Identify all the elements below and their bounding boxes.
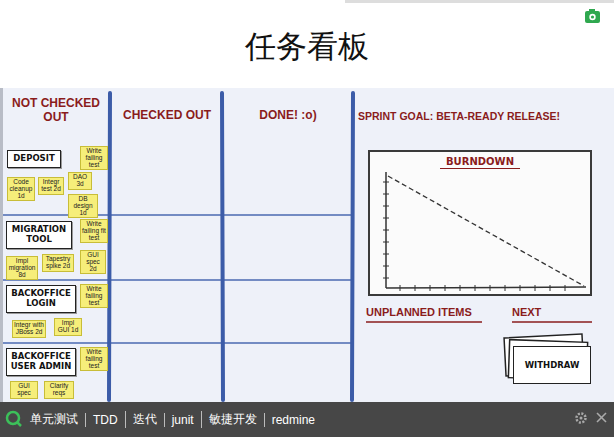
tag-link: 单元测试 (30, 411, 78, 428)
story-card: DEPOSIT (7, 150, 61, 168)
task-note: Integr test 2d (38, 177, 64, 195)
card-text: Impl GUI 1d (56, 320, 80, 334)
card-text: Integr with JBoss 2d (14, 322, 44, 336)
tag-bar (0, 402, 614, 437)
next-card: WITHDRAW (513, 346, 591, 384)
task-note: Impl GUI 1d (54, 318, 82, 336)
card-text: DAO 3d (70, 174, 90, 188)
top-strip (345, 0, 614, 3)
card-text: MIGRATION TOOL (10, 225, 68, 245)
tag-link: TDD (85, 413, 118, 427)
camera-icon (585, 9, 600, 23)
column-heading: UNPLANNED ITEMS (366, 306, 490, 318)
card-text: Code cleanup 1d (9, 179, 33, 199)
column-heading: NOT CHECKED OUT (4, 96, 108, 124)
board-edge (0, 88, 3, 402)
close-icon (597, 413, 606, 422)
task-note: Code cleanup 1d (7, 177, 35, 201)
card-text: WITHDRAW (525, 360, 580, 370)
tag-link: redmine (264, 413, 315, 427)
card-text: GUI spec (12, 383, 36, 397)
task-note: Clarify reqs (44, 381, 74, 399)
task-note: Write failing test (80, 347, 108, 371)
story-card: BACKOFFICE LOGIN (6, 285, 76, 313)
task-note: GUI spec 2d (80, 250, 106, 274)
burndown-chart: BURNDOWN (368, 150, 592, 296)
column-lines (109, 93, 353, 400)
card-text: Integr test 2d (40, 179, 62, 193)
column-heading: SPRINT GOAL: BETA-READY RELEASE! (358, 110, 610, 122)
card-text: DEPOSIT (11, 154, 57, 164)
tag-list: 单元测试 TDD 迭代 junit 敏捷开发 redmine (30, 402, 315, 437)
slide-title: 任务看板 (0, 26, 614, 68)
task-note: Tapestry spike 2d (42, 254, 74, 272)
card-text: Write failing test (82, 148, 106, 168)
row-lines (3, 215, 352, 343)
card-text: DB design 1d (70, 196, 96, 216)
heading-underlines (366, 321, 592, 323)
tag-link: 迭代 (125, 411, 157, 428)
task-note: Write failing test (80, 146, 108, 170)
card-text: BACKOFFICE LOGIN (10, 289, 72, 309)
card-text: Clarify reqs (46, 383, 72, 397)
card-text: Impl migration 8d (8, 258, 36, 278)
card-text: Tapestry spike 2d (44, 256, 72, 270)
gear-icon (577, 414, 586, 423)
story-card: MIGRATION TOOL (6, 221, 72, 249)
tag-link: junit (164, 413, 194, 427)
burndown-chart (368, 150, 592, 296)
column-heading: DONE! :o) (226, 108, 350, 122)
task-note: Impl migration 8d (6, 256, 38, 280)
tag-link: 敏捷开发 (201, 411, 257, 428)
task-note: Write failing fit test (80, 219, 108, 243)
task-note: DAO 3d (68, 172, 92, 190)
card-text: BACKOFFICE USER ADMIN (10, 352, 72, 372)
card-text: Write failing fit test (82, 221, 106, 241)
task-note: GUI spec (10, 381, 38, 399)
task-note: DB design 1d (68, 194, 98, 218)
column-heading: NEXT (512, 306, 592, 318)
card-text: Write failing test (82, 349, 106, 369)
chart-heading: BURNDOWN (440, 156, 520, 169)
task-note: Write failing test (80, 284, 108, 308)
card-text: GUI spec 2d (82, 252, 104, 272)
board-ground (0, 88, 614, 402)
task-note: Integr with JBoss 2d (12, 320, 46, 338)
column-heading: CHECKED OUT (114, 108, 220, 122)
story-card: BACKOFFICE USER ADMIN (6, 348, 76, 376)
card-text: Write failing test (82, 286, 106, 306)
search-icon (7, 412, 21, 426)
